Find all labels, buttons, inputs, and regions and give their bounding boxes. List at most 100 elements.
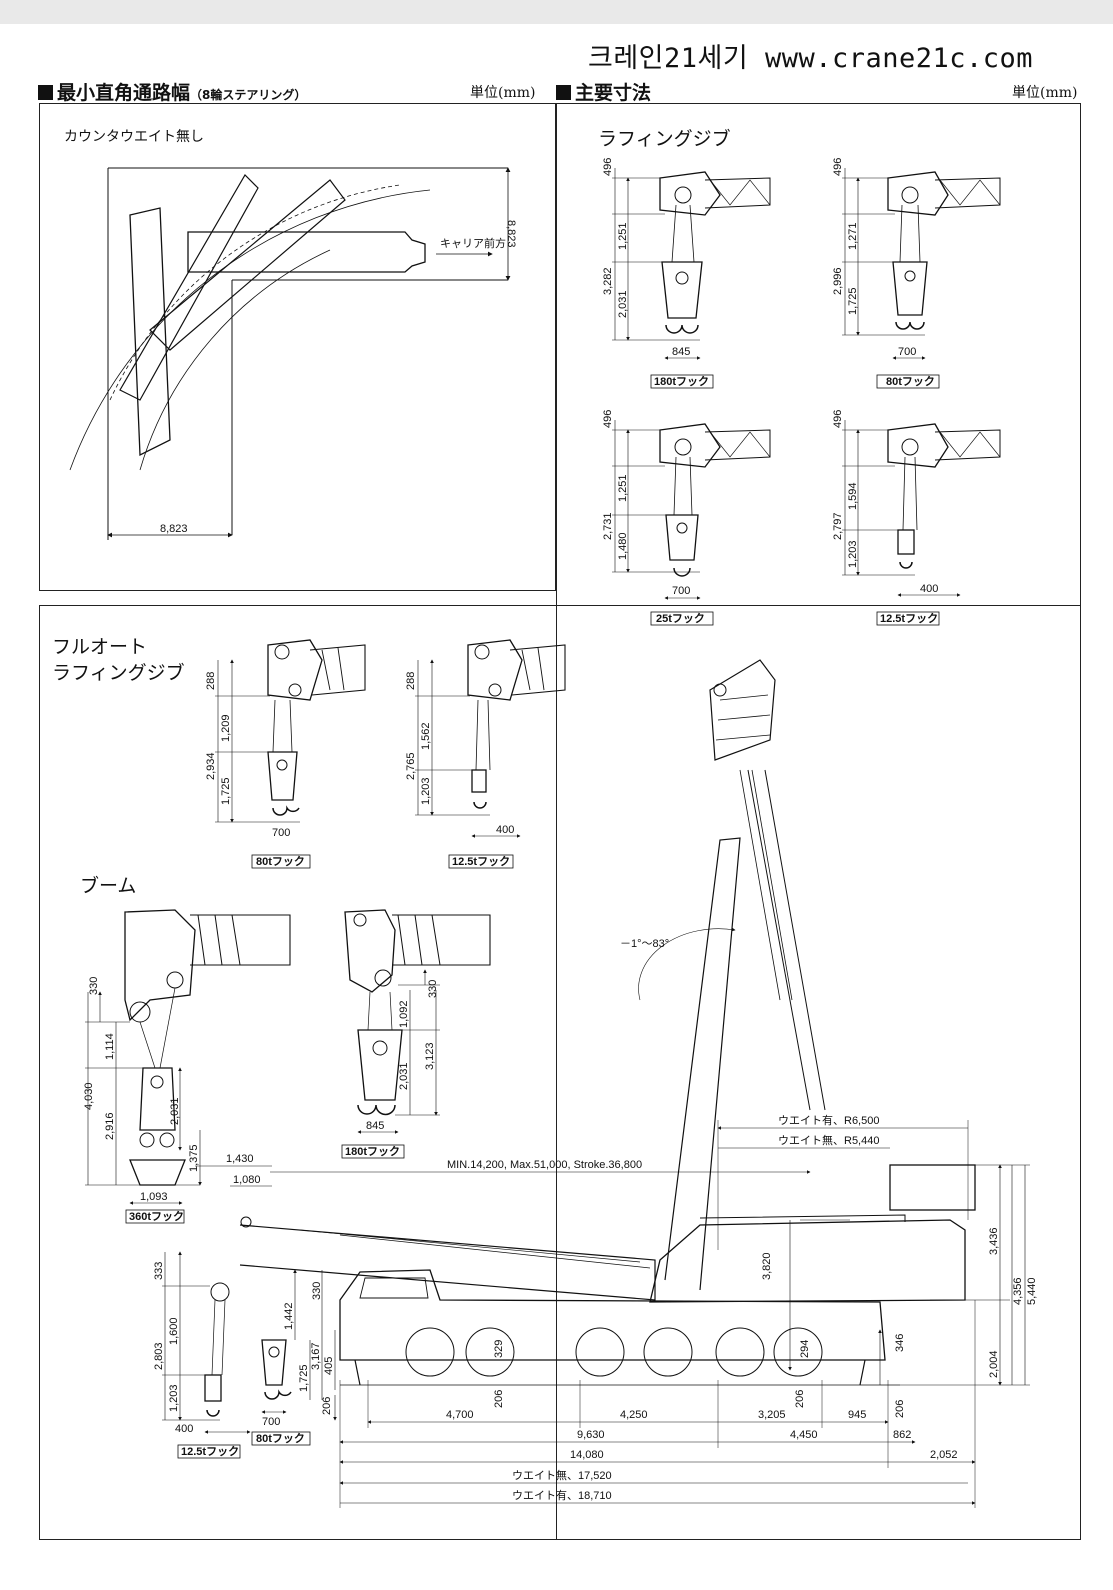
lh-400: 400 [175, 1423, 193, 1435]
b1-mid: 2,916 [104, 1112, 116, 1140]
main-unit: 単位(mm) [1012, 85, 1078, 101]
lj4-total: 2,797 [832, 512, 844, 540]
boom-angle: －1°～83° [620, 938, 669, 950]
turning-section-title: 最小直角通路幅（8輪ステアリング） [38, 78, 306, 105]
boom-length: MIN.14,200, Max.51,000, Stroke.36,800 [447, 1159, 642, 1171]
b1-base: 1,375 [188, 1144, 200, 1172]
radius-with-weight: ウエイト有、R6,500 [778, 1113, 879, 1127]
bullet-square-icon [556, 85, 571, 100]
dim-945: 945 [848, 1409, 866, 1421]
lj4-lower: 1,203 [847, 540, 859, 568]
lj2-lower: 1,725 [847, 287, 859, 315]
lj4-top: 496 [832, 410, 844, 428]
radius-without-weight: ウエイト無、R5,440 [778, 1133, 879, 1147]
crane-side-view [162, 659, 1030, 1508]
fa2-lower: 1,203 [420, 777, 432, 805]
lh-1203: 1,203 [168, 1384, 180, 1412]
lj3-top: 496 [602, 410, 614, 428]
dim-3820: 3,820 [761, 1252, 773, 1280]
boom-hook-360t [85, 909, 291, 1224]
top-strip [0, 0, 1113, 24]
fa2-top: 288 [405, 672, 417, 690]
lj-hook-80t [842, 168, 1001, 389]
dim-206-a: 206 [493, 1390, 505, 1408]
lj-hook-12-5t [842, 420, 1001, 626]
fa2-upper: 1,562 [420, 722, 432, 750]
dim-1430: 1,430 [226, 1153, 254, 1165]
lj3-lower: 1,480 [617, 532, 629, 560]
mh-700: 700 [262, 1416, 280, 1428]
lj3-upper: 1,251 [617, 474, 629, 502]
turning-diagram [69, 167, 511, 540]
fa-hook-12-5t [415, 639, 566, 869]
dim-862: 862 [893, 1429, 911, 1441]
fa2-width: 400 [496, 824, 514, 836]
dim-294: 294 [799, 1340, 811, 1358]
lj4-width: 400 [920, 583, 938, 595]
dim-17520: ウエイト無、17,520 [512, 1468, 612, 1482]
lh-2803: 2,803 [153, 1342, 165, 1370]
lj2-total: 2,996 [832, 267, 844, 295]
lh-label: 12.5tフック [181, 1445, 239, 1458]
dim-4700: 4,700 [446, 1409, 474, 1421]
lj2-label: 80tフック [886, 375, 935, 388]
b2-upper: 1,092 [398, 1000, 410, 1028]
dim-4356: 4,356 [1012, 1277, 1024, 1305]
b1-label: 360tフック [129, 1210, 184, 1223]
dim-4250: 4,250 [620, 1409, 648, 1421]
lj2-width: 700 [898, 346, 916, 358]
dim-18710: ウエイト有、18,710 [512, 1488, 612, 1502]
lj4-upper: 1,594 [847, 482, 859, 510]
dim-2052: 2,052 [930, 1449, 958, 1461]
turning-unit: 単位(mm) [470, 85, 536, 101]
fa1-lower: 1,725 [220, 777, 232, 805]
lj-hook-25t [612, 420, 771, 626]
lj3-total: 2,731 [602, 512, 614, 540]
mh-label: 80tフック [256, 1432, 305, 1445]
lj1-lower: 2,031 [617, 290, 629, 318]
brand-watermark: 크레인21세기 www.crane21c.com [588, 43, 1034, 74]
lj3-label: 25tフック [656, 612, 705, 625]
lj4-label: 12.5tフック [880, 612, 938, 625]
dim-206-d: 206 [321, 1397, 333, 1415]
dim-5440: 5,440 [1026, 1277, 1038, 1305]
dim-3205: 3,205 [758, 1409, 786, 1421]
dim-14080: 14,080 [570, 1449, 604, 1461]
dim-346: 346 [894, 1334, 906, 1352]
mh-405: 405 [323, 1357, 335, 1375]
lj-hook-180t [612, 168, 771, 389]
lower-panel [39, 605, 1080, 1540]
dim-9630: 9,630 [577, 1429, 605, 1441]
full-auto-title: フルオート [52, 636, 148, 658]
full-auto-subtitle: ラフィングジブ [52, 662, 185, 684]
mh-330: 330 [311, 1282, 323, 1300]
carrier-front-label: キャリア前方 [440, 236, 506, 250]
mh-1725: 1,725 [298, 1364, 310, 1392]
counterweight-note: カウンタウエイト無し [64, 129, 204, 145]
b2-label: 180tフック [345, 1145, 400, 1158]
fa1-width: 700 [272, 827, 290, 839]
lj1-width: 845 [672, 346, 690, 358]
dim-2004: 2,004 [988, 1350, 1000, 1378]
lh-1600: 1,600 [168, 1317, 180, 1345]
mh-1442: 1,442 [283, 1302, 295, 1330]
dim-1080: 1,080 [233, 1174, 261, 1186]
fa1-total: 2,934 [205, 752, 217, 780]
fa1-upper: 1,209 [220, 714, 232, 742]
lj2-top: 496 [832, 158, 844, 176]
lj2-upper: 1,271 [847, 222, 859, 250]
fa1-top: 288 [205, 672, 217, 690]
b1-width: 1,093 [140, 1191, 168, 1203]
turning-panel [39, 103, 556, 591]
b1-top: 330 [88, 977, 100, 995]
bullet-square-icon [38, 85, 53, 100]
b1-lower: 2,031 [169, 1097, 181, 1125]
dim-329: 329 [493, 1340, 505, 1358]
dim-3436: 3,436 [988, 1227, 1000, 1255]
lj1-label: 180tフック [654, 375, 709, 388]
b2-width: 845 [366, 1120, 384, 1132]
b2-top: 330 [427, 980, 439, 998]
lj1-total: 3,282 [602, 267, 614, 295]
lj1-top: 496 [602, 158, 614, 176]
